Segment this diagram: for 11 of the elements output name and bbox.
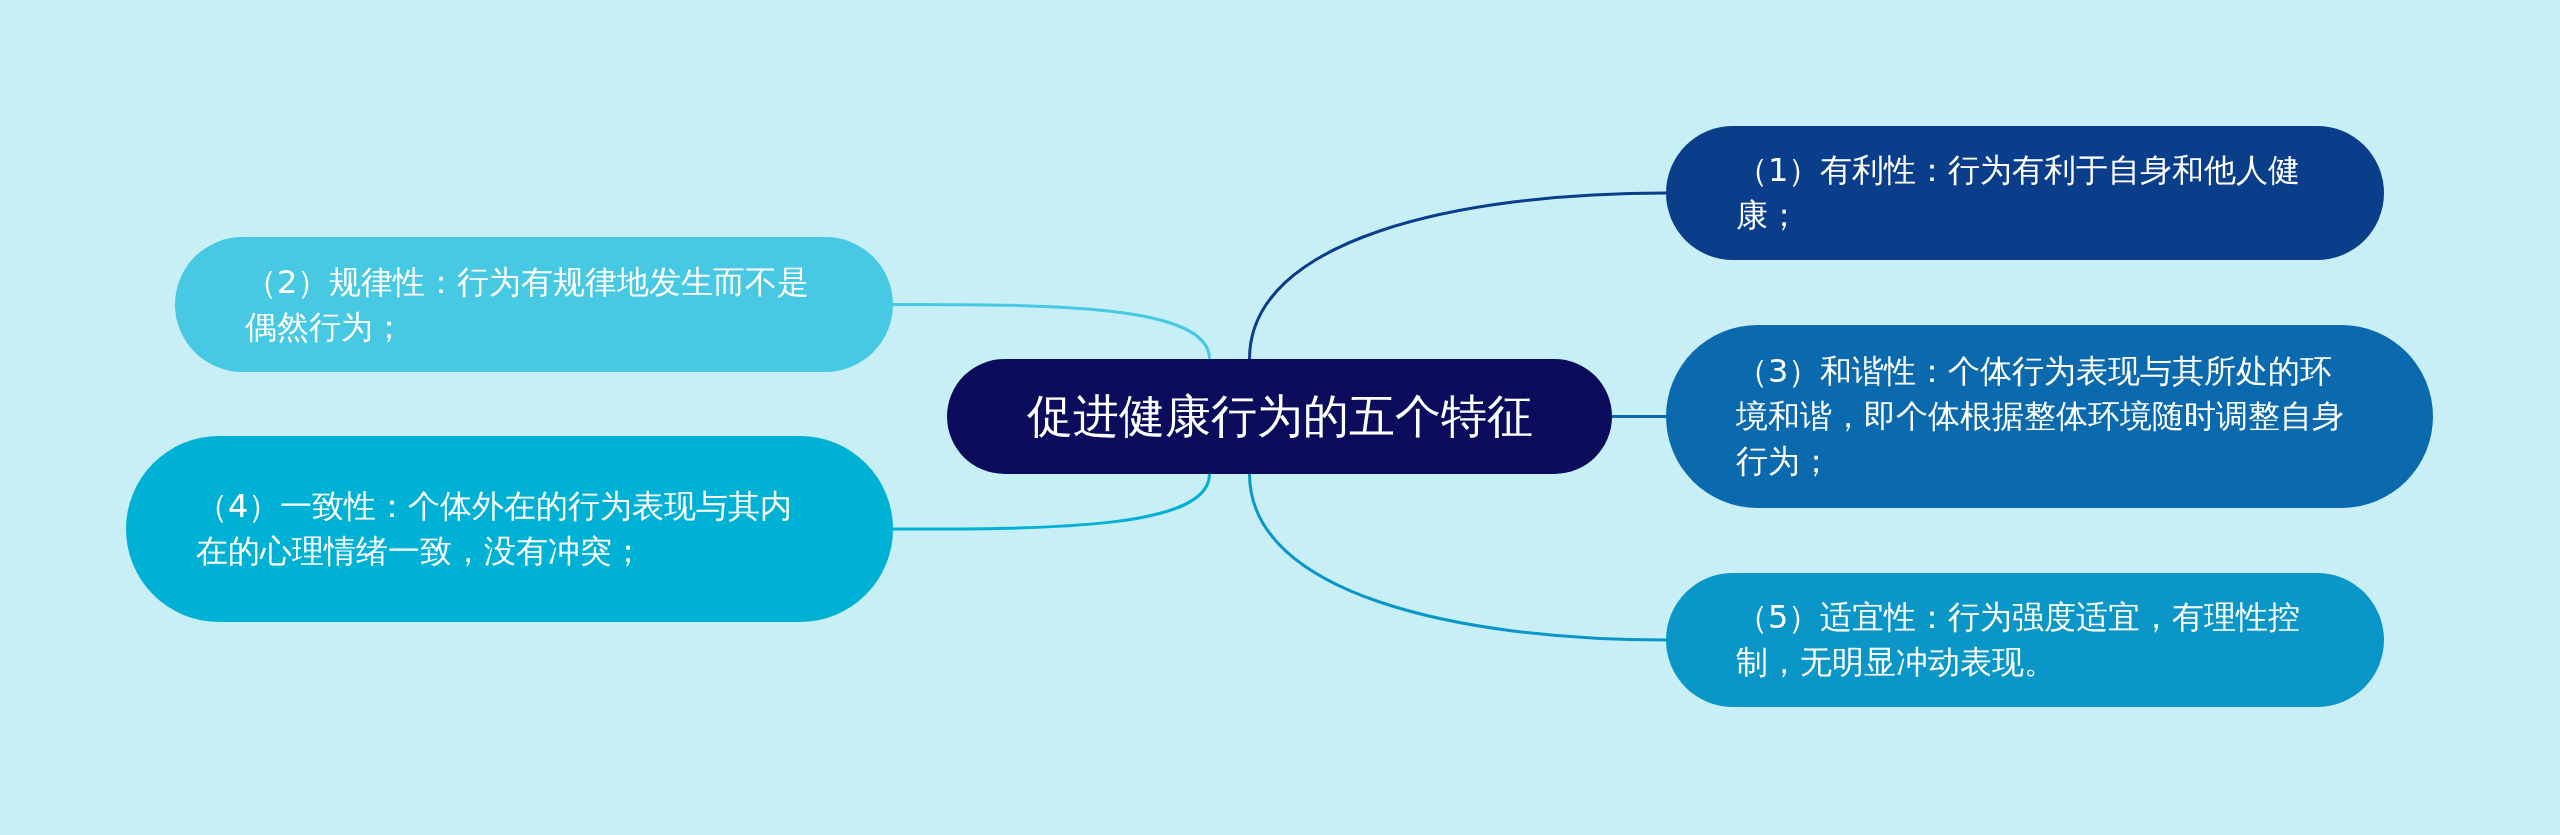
connector-line xyxy=(1248,473,1667,642)
connector-line xyxy=(893,473,1211,531)
topic-text: （1）有利性：行为有利于自身和他人健康； xyxy=(1736,150,2302,236)
topic-text: （2）规律性：行为有规律地发生而不是偶然行为； xyxy=(245,261,811,348)
topic-text: 促进健康行为的五个特征 xyxy=(1026,387,1533,445)
connector-line xyxy=(1248,191,1667,360)
connector-line xyxy=(893,303,1211,360)
connector-line xyxy=(1612,415,1666,418)
topic-text: （4）一致性：个体外在的行为表现与其内在的心理情绪一致，没有冲突； xyxy=(196,486,794,572)
topic-text: （5）适宜性：行为强度适宜，有理性控制，无明显冲动表现。 xyxy=(1736,597,2302,683)
topic-text: （3）和谐性：个体行为表现与其所处的环境和谐，即个体根据整体环境随时调整自身行为； xyxy=(1736,351,2345,482)
